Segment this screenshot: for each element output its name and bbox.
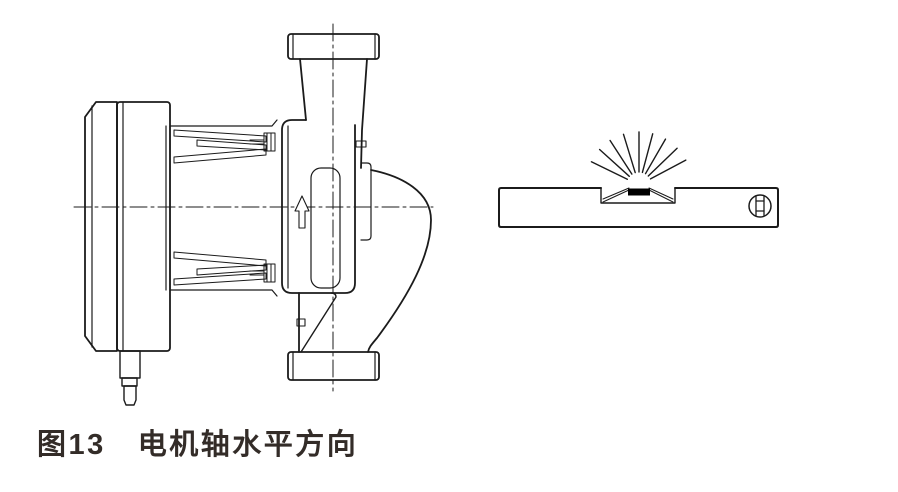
level-end-vial bbox=[749, 195, 771, 217]
clamp-wedges-bottom bbox=[174, 252, 275, 285]
level-bubble-window bbox=[601, 188, 675, 203]
clamp-bolt-bottom bbox=[250, 264, 275, 282]
cable-gland bbox=[120, 351, 140, 405]
figure-title: 电机轴水平方向 bbox=[137, 429, 359, 461]
figure-caption: 图13 电机轴水平方向 bbox=[37, 421, 358, 463]
clamp-section bbox=[166, 120, 277, 296]
level-bubble bbox=[628, 188, 650, 196]
motor-end-cap bbox=[85, 102, 117, 351]
shine-rays-icon bbox=[591, 132, 685, 179]
figure-number: 图13 bbox=[37, 429, 106, 461]
level-body bbox=[499, 188, 778, 227]
inlet-pipe-top bbox=[288, 34, 379, 168]
clamp-bolt-top bbox=[250, 133, 275, 151]
flow-direction-arrow-icon bbox=[295, 196, 309, 228]
pump-head bbox=[282, 120, 355, 293]
clamp-wedges-top bbox=[174, 130, 275, 163]
outlet-flange-bottom bbox=[288, 352, 379, 380]
volute-casing bbox=[297, 163, 431, 352]
